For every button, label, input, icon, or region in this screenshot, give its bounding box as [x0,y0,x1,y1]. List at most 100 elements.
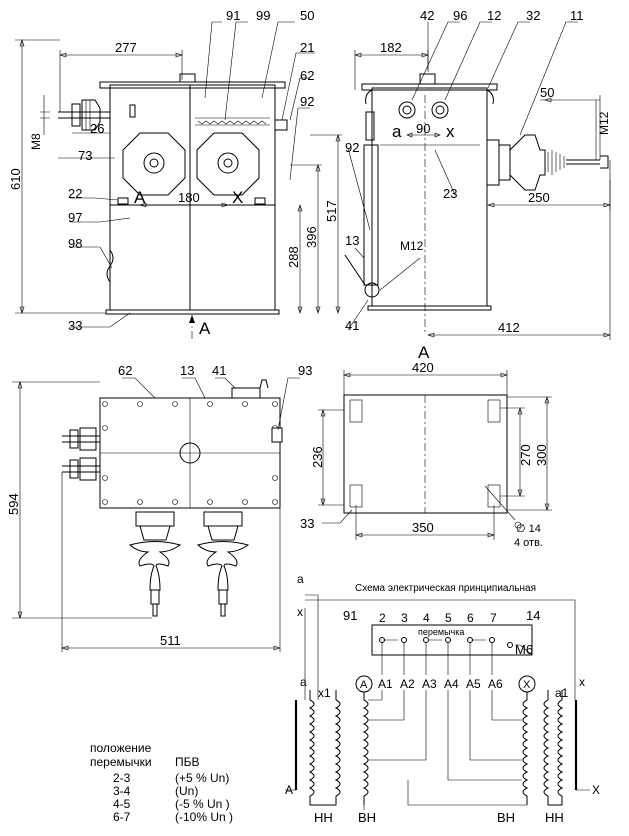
view-arrow-A: A [199,319,211,338]
term-A1: A1 [378,677,393,691]
dim-350: 350 [412,520,434,535]
schem-top-x: x [297,605,303,619]
callout-11: 11 [570,8,584,23]
tap-2: 2 [379,611,386,625]
legend-val-4: (-10% Un ) [175,810,233,824]
letter-X-front: X [232,188,243,207]
jumper-label: перемычка [418,627,464,637]
hv-bushing-2 [196,511,250,617]
hv-bushing-1 [128,511,182,617]
view-label-A: A [418,343,430,362]
schem-top-a: a [297,572,304,586]
callout-23: 23 [443,186,457,201]
dim-182: 182 [380,40,402,55]
callout-99: 99 [256,8,270,23]
callout-41: 41 [345,318,359,333]
letter-A-front: A [134,188,146,207]
schematic [285,594,590,810]
dim-412: 412 [498,320,520,335]
callout-33: 33 [68,318,82,333]
schem-right-X: X [592,783,600,797]
dim-396: 396 [304,226,319,248]
dim-288: 288 [286,246,301,268]
callout-50: 50 [300,8,314,23]
bushing-left [122,132,186,196]
legend-pos-3: 4-5 [113,797,131,811]
term-A2: A2 [400,677,415,691]
callout-62-top: 62 [118,363,132,378]
callout-12: 12 [487,8,501,23]
callout-41-top: 41 [212,363,226,378]
legend-pos-1: 2-3 [113,771,131,785]
term-A: A [360,679,368,691]
labels: 91 99 50 21 62 92 22 97 98 33 277 26 73 … [6,8,611,825]
term-X: X [523,679,531,691]
letter-a-side: a [392,122,402,141]
tap-5: 5 [445,611,452,625]
callout-91: 91 [226,8,240,23]
term-a1: a1 [555,686,569,700]
dim-73: 73 [78,148,92,163]
top-view [12,377,300,652]
callout-32: 32 [526,8,540,23]
dim-m12-base: M12 [400,239,424,253]
bushing-right [196,132,260,196]
tap-6: 6 [467,611,474,625]
dim-m12-right: M12 [597,111,611,135]
callout-33-base: 33 [300,516,314,531]
callout-93: 93 [298,363,312,378]
callout-14: 14 [526,608,540,623]
label-nn-right: НН [545,810,564,825]
dim-180: 180 [178,190,200,205]
term-x: x [579,675,585,689]
dim-610: 610 [8,168,23,190]
callout-92: 92 [300,94,314,109]
label-vn-left: ВН [358,810,376,825]
callout-22: 22 [68,186,82,201]
dim-594: 594 [6,493,21,515]
legend-pos-2: 3-4 [113,784,131,798]
callout-91-schem: 91 [343,608,357,623]
dim-517: 517 [324,200,339,222]
dim-50: 50 [540,85,554,100]
callout-96: 96 [453,8,467,23]
dim-hole-count: 4 отв. [514,537,543,549]
callout-13: 13 [345,233,359,248]
callout-21: 21 [300,40,314,55]
legend-pos-4: 6-7 [113,810,131,824]
term-a: a [300,675,307,689]
side-view [344,21,611,340]
legend-head-2: перемычки [90,755,152,769]
legend-head-1: положение [90,741,152,755]
dim-236: 236 [310,446,325,468]
legend-val-3: (-5 % Un ) [175,797,230,811]
dim-270: 270 [518,444,533,466]
label-nn-left: НН [314,810,333,825]
callout-97: 97 [68,210,82,225]
base-view-A [318,370,552,540]
schem-left-A: A [285,783,293,797]
callout-42: 42 [420,8,434,23]
front-view [15,21,342,340]
callout-92-side: 92 [345,140,359,155]
dim-26: 26 [90,121,104,136]
tap-7: 7 [490,611,497,625]
callout-98: 98 [68,236,82,251]
schem-title: Схема электрическая принципиальная [355,583,536,594]
legend-val-2: (Un) [175,784,198,798]
letter-x-side: x [446,122,455,141]
dim-250: 250 [528,190,550,205]
dim-m8: M8 [29,133,43,150]
legend-head-3: ПБВ [175,755,200,769]
tap-contacts [379,637,513,648]
term-A6: A6 [488,677,503,691]
term-x1: x1 [318,686,331,700]
dim-420: 420 [412,360,434,375]
dim-hole-diameter: ∅ 14 [516,523,541,535]
term-A3: A3 [422,677,437,691]
callout-13-top: 13 [180,363,194,378]
label-vn-right: ВН [497,810,515,825]
callout-62: 62 [300,68,314,83]
term-A5: A5 [466,677,481,691]
